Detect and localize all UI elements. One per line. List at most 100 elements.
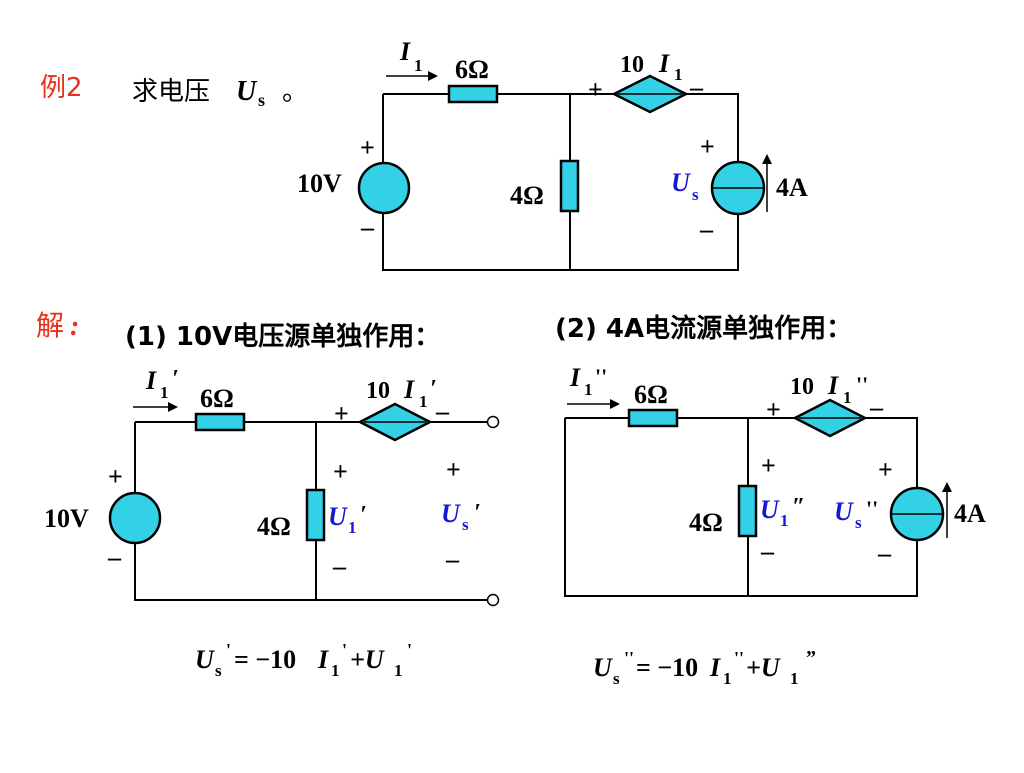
c1-us-plus: + [446,455,461,484]
c1-dep-coef: 10 [366,378,390,404]
main-dep-sub: 1 [674,65,683,84]
c1-r6-label: 6Ω [200,384,234,413]
main-vs-plus: + [360,133,375,162]
c2-dep-sub: 1 [843,388,852,407]
step1-title: (1) 10V电压源单独作用： [125,322,440,352]
c1-eq-mark-2: ' [342,640,347,660]
c2-current-arrow-head [610,399,620,409]
c1-eq-one-b: 1 [394,661,403,680]
main-circuit: I 1 6Ω 4Ω 10 I 1 + – + – 10V 4A + – U s [297,37,808,271]
c1-dep-prime: ′ [430,376,437,402]
problem-symbol-U: U [236,76,258,107]
c2-us-dprime: '' [866,496,878,521]
c1-us-sub: s [462,515,469,534]
c2-current-dprime: '' [595,364,607,389]
c2-eq-close-mark: ” [806,647,816,669]
c1-terminal-bottom [486,593,500,607]
c2-dep-I: I [827,371,839,400]
c1-eq-U: U [195,645,215,674]
main-r4-label: 4Ω [510,181,544,210]
c2-u1-minus: – [760,537,775,566]
c2-eq-eq: = −10 [636,653,698,682]
c2-eq-I: I [709,653,721,682]
problem-symbol-sub: s [258,90,265,110]
c1-resistor-6 [194,412,246,432]
c2-u1-plus: + [761,451,776,480]
problem-period: 。 [282,77,308,107]
c2-u1-U: U [760,495,780,524]
main-us-plus: + [700,132,715,161]
main-dep-coef: 10 [620,52,644,78]
main-vs-minus: – [360,213,375,242]
c1-dep-plus: + [334,399,349,428]
main-resistor-6 [447,84,499,104]
c2-resistor-4 [737,484,758,538]
c2-dep-minus: – [869,393,884,422]
c2-eq-one: 1 [723,669,732,688]
c1-us-U: U [441,499,461,528]
c1-terminal-top [486,415,500,429]
c2-us-minus: – [877,539,892,568]
c2-equation: U s '' = −10 I 1 '' +U 1 ” [593,647,816,688]
c2-cs-arrow-head [942,482,952,492]
c1-eq-s: s [215,661,222,680]
c2-u1-dprime: ″ [792,494,805,520]
c2-eq-mark-2: '' [734,648,744,668]
c2-r4-label: 4Ω [689,508,723,537]
circuit-2: I 1 '' 6Ω 4Ω 10 I 1 '' + – 4A + – U 1 ″ … [564,363,986,688]
c1-dep-minus: – [435,397,450,426]
c2-current-sub: 1 [584,380,593,399]
main-current-sub: 1 [414,56,423,75]
main-dep-plus: + [588,75,603,104]
circuit-1: I 1 ′ 6Ω 4Ω 10 I 1 ′ + – + – 10V + – U 1… [44,366,500,680]
c1-vs-label: 10V [44,504,89,533]
problem-label: 例2 [40,73,83,103]
c1-u1-prime: ′ [360,502,367,528]
main-current-I: I [399,37,411,66]
c1-current-prime: ′ [172,366,179,392]
main-current-arrow-head [428,71,438,81]
c1-dep-sub: 1 [419,392,428,411]
c1-eq-one: 1 [331,661,340,680]
c1-u1-sub: 1 [348,518,357,537]
c1-dep-I: I [403,375,415,404]
c1-voltage-source [108,491,162,545]
c2-eq-plus-U: +U [746,653,781,682]
c2-eq-s: s [613,669,620,688]
c2-us-plus: + [878,455,893,484]
main-dep-minus: – [689,73,704,102]
c1-u1-plus: + [333,457,348,486]
c2-r6-label: 6Ω [634,380,668,409]
c1-eq-I: I [317,645,329,674]
c2-us-U: U [834,497,854,526]
c1-eq-mark-3: ' [407,640,412,660]
c1-eq-mark: ' [226,640,231,660]
c1-current-sub: 1 [160,383,169,402]
c1-us-minus: – [445,545,460,574]
c2-cs-label: 4A [954,499,986,528]
main-us-U: U [671,168,691,197]
c2-us-sub: s [855,513,862,532]
c1-current-arrow-head [168,402,178,412]
solution-colon: : [70,311,79,342]
problem-statement: 求电压 [132,77,210,107]
main-resistor-4 [559,159,580,213]
c1-us-prime: ′ [474,500,481,526]
main-vs-label: 10V [297,169,342,198]
step2-title: (2) 4A电流源单独作用： [555,314,852,344]
c2-current-I: I [569,363,581,392]
c2-eq-one-b: 1 [790,669,799,688]
c1-equation: U s ' = −10 I 1 ' +U 1 ' [195,640,412,680]
c1-u1-minus: – [332,552,347,581]
c1-vs-plus: + [108,462,123,491]
main-voltage-source [357,161,411,215]
main-cs-label: 4A [776,173,808,202]
main-cs-arrow-head [762,154,772,164]
c2-u1-sub: 1 [780,511,789,530]
main-us-sub: s [692,185,699,204]
main-us-minus: – [699,215,714,244]
c1-eq-plus-U: +U [350,645,385,674]
c2-eq-mark: '' [624,648,634,668]
